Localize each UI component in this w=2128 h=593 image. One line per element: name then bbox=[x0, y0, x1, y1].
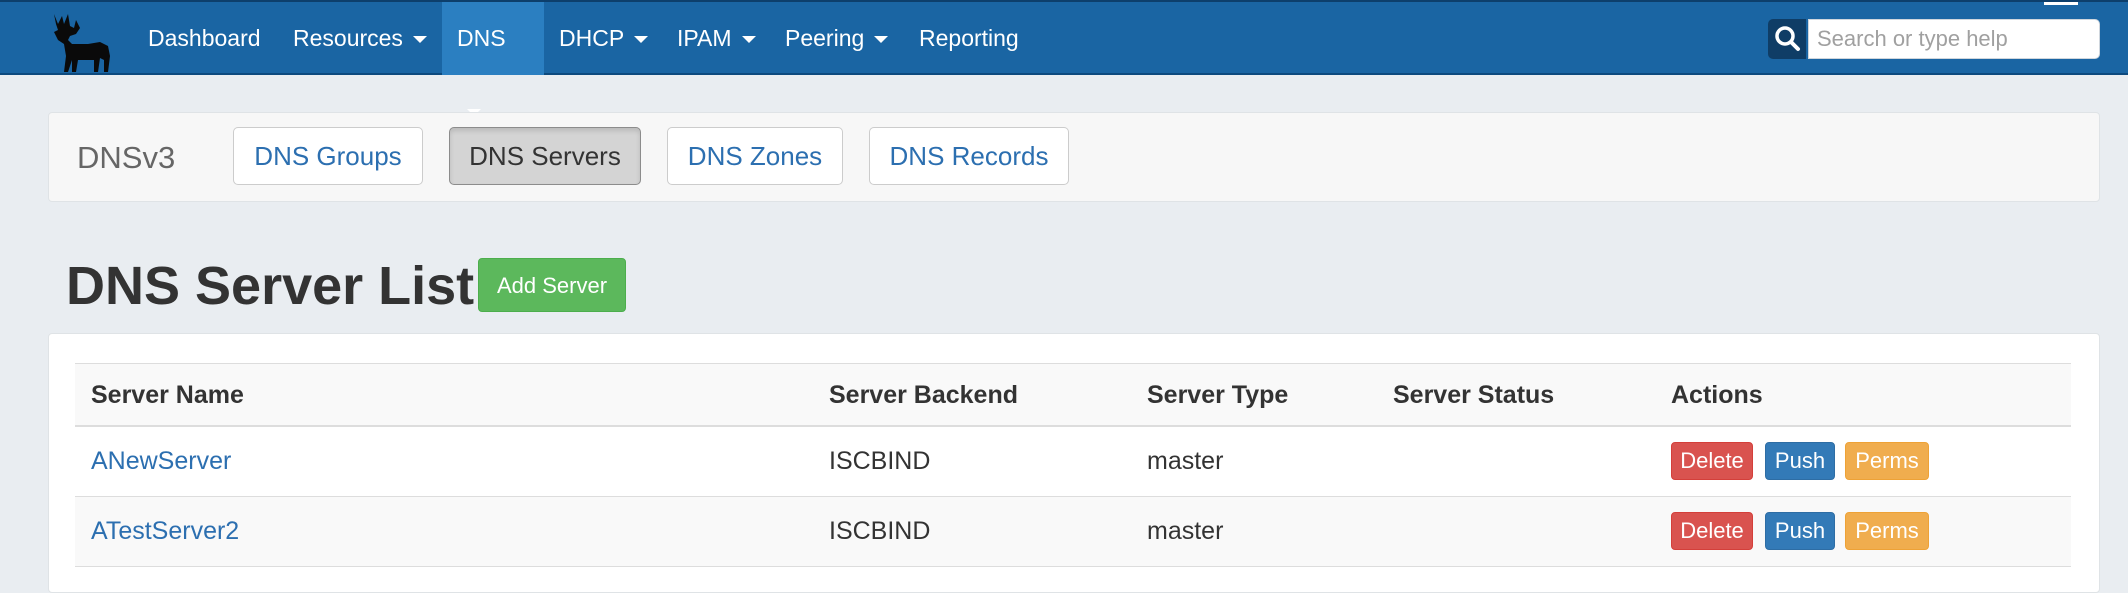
nav-reporting[interactable]: Reporting bbox=[904, 2, 1034, 75]
tab-dns-records[interactable]: DNS Records bbox=[869, 127, 1069, 185]
top-navbar: Dashboard Resources DNS DHCP IPAM Peerin… bbox=[0, 0, 2128, 117]
push-button[interactable]: Push bbox=[1765, 512, 1835, 550]
search-input[interactable] bbox=[1808, 19, 2100, 59]
server-type: master bbox=[1147, 447, 1224, 475]
server-type: master bbox=[1147, 517, 1224, 545]
tab-dns-groups[interactable]: DNS Groups bbox=[233, 127, 423, 185]
header-server-backend[interactable]: Server Backend bbox=[829, 381, 1019, 409]
nav-ipam-label: IPAM bbox=[677, 25, 732, 51]
delete-button[interactable]: Delete bbox=[1671, 512, 1753, 550]
dns-subnav: DNSv3 DNS Groups DNS Servers DNS Zones D… bbox=[48, 112, 2100, 202]
nav-peering[interactable]: Peering bbox=[770, 2, 903, 75]
nav-dashboard-label: Dashboard bbox=[148, 25, 261, 51]
search-button[interactable] bbox=[1768, 19, 1806, 59]
header-server-type[interactable]: Server Type bbox=[1147, 381, 1289, 409]
table-row: ATestServer2 ISCBIND master Delete Push … bbox=[75, 497, 2071, 567]
nav-resources-label: Resources bbox=[293, 25, 403, 51]
tab-dns-zones[interactable]: DNS Zones bbox=[667, 127, 843, 185]
caret-down-icon bbox=[412, 36, 427, 44]
table-header: Server Name Server Backend Server Type S… bbox=[75, 363, 2071, 427]
subnav-brand: DNSv3 bbox=[77, 140, 176, 175]
server-name-link[interactable]: ANewServer bbox=[91, 447, 232, 475]
nav-dhcp-label: DHCP bbox=[559, 25, 625, 51]
caret-down-icon bbox=[874, 36, 889, 44]
nav-dashboard[interactable]: Dashboard bbox=[133, 2, 276, 75]
nav-dns-label: DNS bbox=[457, 25, 506, 51]
server-table: Server Name Server Backend Server Type S… bbox=[75, 363, 2071, 567]
nav-reporting-label: Reporting bbox=[919, 25, 1019, 51]
moose-logo-icon[interactable] bbox=[48, 10, 114, 74]
search-icon bbox=[1775, 26, 1800, 51]
nav-ipam[interactable]: IPAM bbox=[662, 2, 771, 75]
add-server-button[interactable]: Add Server bbox=[478, 258, 626, 312]
header-actions: Actions bbox=[1671, 381, 1763, 409]
perms-button[interactable]: Perms bbox=[1845, 512, 1929, 550]
caret-down-icon bbox=[634, 36, 649, 44]
server-backend: ISCBIND bbox=[829, 517, 931, 545]
tab-dns-servers[interactable]: DNS Servers bbox=[449, 127, 641, 185]
table-row: ANewServer ISCBIND master Delete Push Pe… bbox=[75, 427, 2071, 497]
push-button[interactable]: Push bbox=[1765, 442, 1835, 480]
caret-down-icon bbox=[741, 36, 756, 44]
delete-button[interactable]: Delete bbox=[1671, 442, 1753, 480]
nav-dns[interactable]: DNS bbox=[442, 2, 544, 117]
nav-dhcp[interactable]: DHCP bbox=[544, 2, 663, 75]
server-list-panel: Server Name Server Backend Server Type S… bbox=[48, 333, 2100, 593]
header-server-status[interactable]: Server Status bbox=[1393, 381, 1555, 409]
page-title: DNS Server List bbox=[66, 256, 475, 316]
nav-resources[interactable]: Resources bbox=[278, 2, 442, 75]
server-name-link[interactable]: ATestServer2 bbox=[91, 517, 240, 545]
window-edge-mark bbox=[2044, 2, 2078, 5]
nav-peering-label: Peering bbox=[785, 25, 865, 51]
server-backend: ISCBIND bbox=[829, 447, 931, 475]
perms-button[interactable]: Perms bbox=[1845, 442, 1929, 480]
header-server-name[interactable]: Server Name bbox=[91, 381, 244, 409]
